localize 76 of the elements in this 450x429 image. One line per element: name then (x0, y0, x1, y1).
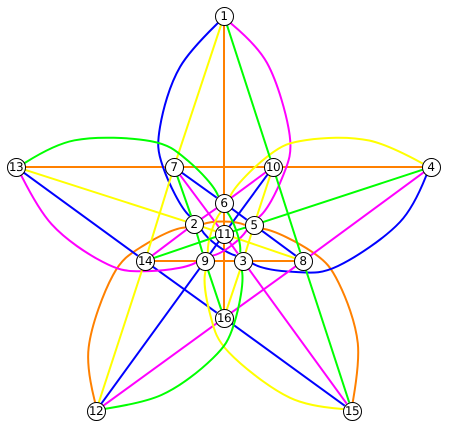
graph-edge (232, 236, 295, 260)
graph-edge (230, 322, 346, 406)
vertex-circle: 10 (264, 158, 282, 176)
graph-edge (223, 25, 225, 194)
graph-edge (229, 22, 292, 218)
graph-edge (252, 260, 294, 262)
graph-edge (260, 230, 296, 256)
graph-edge (176, 24, 222, 159)
graph-edge (310, 172, 424, 256)
graph-edge (226, 24, 272, 159)
graph-edge (256, 175, 272, 217)
vertex-circle: 16 (214, 308, 234, 328)
graph-edge (204, 270, 344, 410)
graph-edge (262, 168, 423, 224)
vertex-circle: 6 (214, 194, 234, 212)
graph-edge (206, 269, 222, 310)
graph-edge (183, 166, 264, 168)
graph-edge (98, 269, 144, 403)
vertex-circle: 1 (214, 6, 234, 26)
graph-edge (87, 226, 186, 402)
graph-edge (154, 260, 196, 262)
graph-edge (282, 166, 422, 168)
graph-edge (214, 260, 234, 262)
graph-edge (20, 174, 197, 272)
graph-edge (232, 226, 246, 232)
graph-edge (230, 172, 266, 198)
graph-edge (104, 270, 244, 410)
graph-edge (226, 269, 242, 310)
graph-edge (24, 136, 220, 197)
graph-edge (153, 236, 216, 260)
vertex-circle: 7 (164, 158, 184, 176)
vertex-circle: 12 (86, 402, 106, 420)
graph-edge (180, 171, 218, 199)
graph-edge (229, 136, 424, 197)
graph-edge (25, 166, 165, 168)
graph-edge (228, 240, 239, 254)
vertex-circle: 15 (342, 402, 362, 420)
graph-edge (200, 207, 218, 220)
graph-edge (209, 240, 220, 254)
graph-edge (228, 174, 268, 228)
graph-edge (202, 220, 246, 226)
graph-edge (202, 226, 216, 232)
graph-edge (152, 228, 188, 256)
graph-edge (100, 268, 200, 404)
vertex-circle: 11 (214, 224, 234, 244)
vertex-circle: 14 (136, 252, 154, 270)
graph-edge (206, 211, 222, 252)
graph-edge (196, 232, 204, 253)
graph-edge (230, 265, 296, 314)
graph-edge (244, 233, 252, 253)
graph-edge (176, 175, 192, 216)
graph-edge (248, 268, 348, 404)
graph-edge (251, 174, 428, 274)
graph-edge (223, 212, 225, 225)
vertex-circle: 8 (294, 252, 312, 270)
graph-edge (24, 168, 186, 222)
graph-edge (152, 265, 218, 314)
graph-edge (304, 269, 350, 403)
graph-edge (223, 243, 225, 309)
graph-edge (230, 208, 248, 220)
graph-edge (178, 174, 220, 228)
vertex-circle: 3 (234, 252, 252, 270)
graph-edge (157, 22, 219, 217)
graph-edge (102, 322, 218, 406)
graph-edge (22, 172, 138, 256)
graph-edge (212, 230, 248, 257)
graph-edge (200, 228, 236, 257)
vertex-circle: 4 (422, 158, 440, 176)
graph-edge (226, 211, 242, 252)
vertex-circle: 2 (184, 214, 204, 234)
graph-edge (262, 228, 360, 402)
graph-edge (274, 175, 302, 253)
graph-edge (146, 175, 172, 253)
vertex-circle: 13 (6, 158, 26, 176)
vertex-circle: 9 (196, 252, 214, 270)
vertex-circle: 5 (244, 216, 264, 234)
